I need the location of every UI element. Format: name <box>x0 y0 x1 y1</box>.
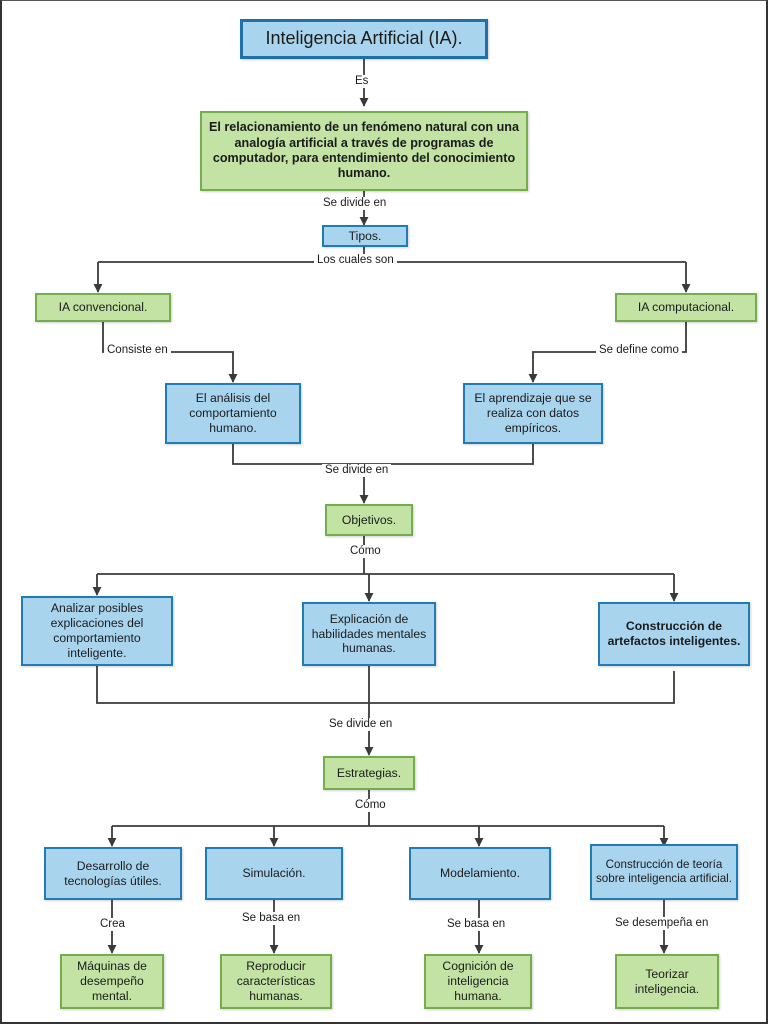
node-objetivos[interactable]: Objetivos. <box>325 504 413 536</box>
node-obj-analizar[interactable]: Analizar posibles explicaciones del comp… <box>21 596 173 666</box>
node-obj-construccion[interactable]: Construcción de artefactos inteligentes. <box>598 602 750 666</box>
node-est-construccion-teoria[interactable]: Construcción de teoría sobre inteligenci… <box>590 844 738 900</box>
node-res-maquinas[interactable]: Máquinas de desempeño mental. <box>60 954 164 1009</box>
edge-label-se-basa-en-1: Se basa en <box>239 912 304 925</box>
edge-label-es: Es <box>352 75 372 88</box>
node-obj-explicacion[interactable]: Explicación de habilidades mentales huma… <box>302 602 436 666</box>
edge-label-se-divide-en-1: Se divide en <box>320 197 390 210</box>
edge-label-se-basa-en-2: Se basa en <box>444 918 509 931</box>
edge-label-como-1: Cómo <box>347 545 384 558</box>
node-est-modelamiento[interactable]: Modelamiento. <box>409 847 551 900</box>
edge-label-los-cuales-son: Los cuales son <box>314 254 397 267</box>
edge-label-crea: Crea <box>97 918 128 931</box>
edge-label-se-define-como: Se define como <box>596 344 682 357</box>
node-definition[interactable]: El relacionamiento de un fenómeno natura… <box>200 111 528 191</box>
node-res-reproducir[interactable]: Reproducir características humanas. <box>220 954 332 1009</box>
node-est-desarrollo[interactable]: Desarrollo de tecnologías útiles. <box>44 847 182 900</box>
edge-merge-estrategias <box>96 666 675 704</box>
node-ia-computacional[interactable]: IA computacional. <box>615 293 757 322</box>
node-estrategias[interactable]: Estrategias. <box>323 756 415 790</box>
node-root[interactable]: Inteligencia Artificial (IA). <box>240 19 488 59</box>
edge-label-se-divide-en-2: Se divide en <box>322 464 392 477</box>
edge-label-consiste-en: Consiste en <box>104 344 171 357</box>
node-est-simulacion[interactable]: Simulación. <box>205 847 343 900</box>
node-tipos[interactable]: Tipos. <box>322 225 408 247</box>
node-res-cognicion[interactable]: Cognición de inteligencia humana. <box>424 954 532 1009</box>
edge-label-se-divide-en-3: Se divide en <box>326 718 396 731</box>
node-analisis-comportamiento[interactable]: El análisis del comportamiento humano. <box>165 383 301 444</box>
edge-label-como-2: Cómo <box>352 799 389 812</box>
node-aprendizaje-datos[interactable]: El aprendizaje que se realiza con datos … <box>463 383 603 444</box>
edge-label-se-desempena-en: Se desempeña en <box>612 917 712 930</box>
node-res-teorizar[interactable]: Teorizar inteligencia. <box>615 954 719 1009</box>
node-ia-convencional[interactable]: IA convencional. <box>35 293 171 322</box>
edge-merge-objetivos <box>232 444 534 465</box>
